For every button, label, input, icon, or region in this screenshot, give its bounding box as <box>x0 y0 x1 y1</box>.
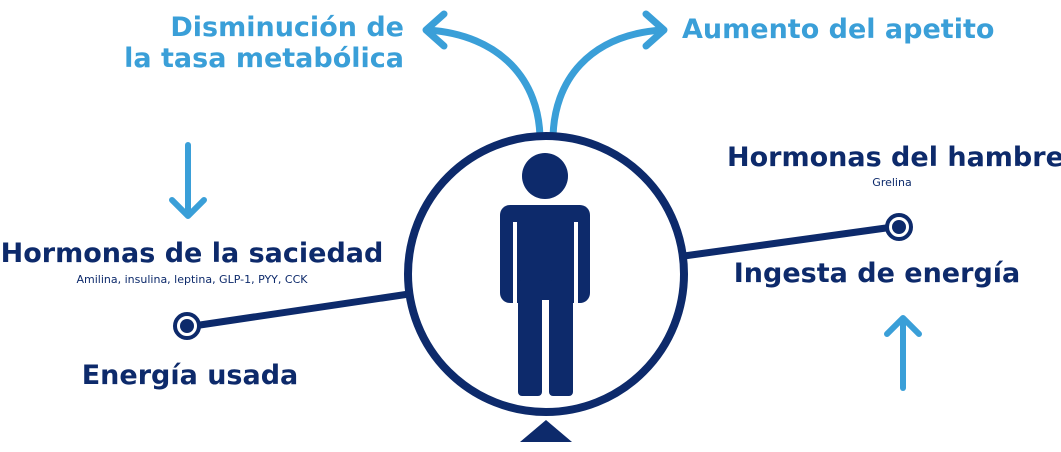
label-energy-intake: Ingesta de energía <box>733 258 1021 289</box>
label-hunger-detail: Grelina <box>872 176 912 189</box>
down-arrow-head <box>169 197 207 219</box>
label-satiety-title: Hormonas de la saciedad <box>0 238 384 269</box>
person-icon <box>500 153 590 396</box>
label-satiety-detail: Amilina, insulina, leptina, GLP-1, PYY, … <box>76 273 308 286</box>
arrowhead-left <box>422 10 448 50</box>
curve-arrow-left <box>424 26 544 144</box>
up-arrow-head <box>884 315 922 337</box>
triangle-icon <box>520 420 572 442</box>
label-hunger-title: Hormonas del hambre <box>727 142 1061 173</box>
label-energy-used: Energía usada <box>81 360 299 391</box>
node-energy-intake <box>885 213 913 241</box>
curve-arrow-right <box>549 26 666 144</box>
label-appetite: Aumento del apetito <box>682 14 995 45</box>
arrowhead-right <box>642 10 668 50</box>
label-metabolic-line2: la tasa metabólica <box>124 43 404 75</box>
label-metabolic-line1: Disminución de <box>170 12 404 43</box>
label-metabolic-rate: Disminución de la tasa metabólica <box>124 12 404 74</box>
node-energy-used <box>173 312 201 340</box>
beam-right <box>680 224 890 260</box>
person-icon-gaps <box>513 222 578 398</box>
beam-left <box>196 290 413 329</box>
